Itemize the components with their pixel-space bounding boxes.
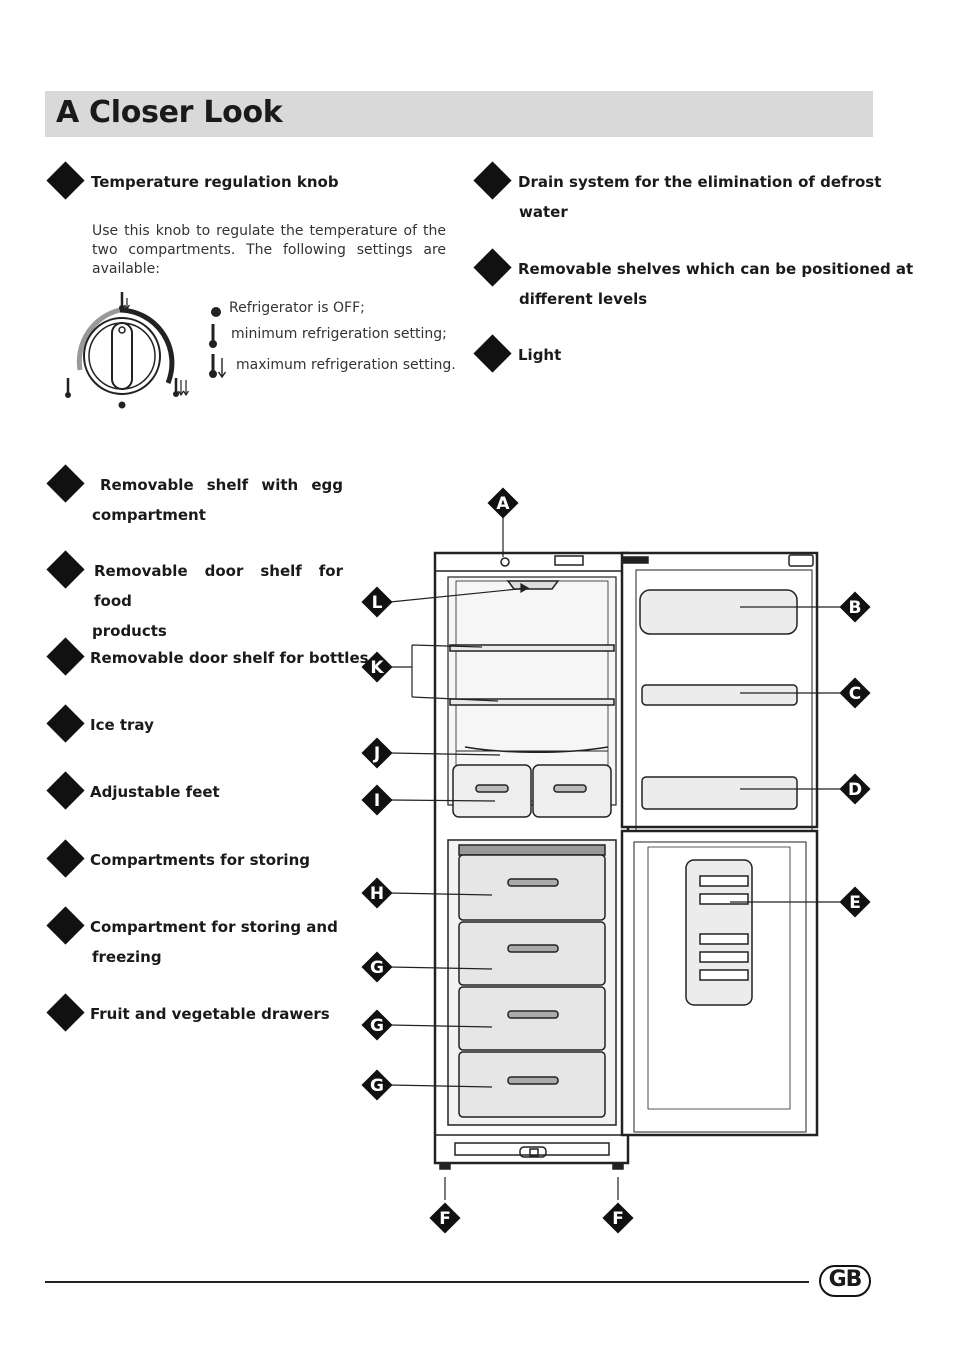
- egg-shelf-label: Removable shelf with egg compartment: [92, 470, 343, 530]
- callout-k-label: K: [370, 658, 384, 678]
- callout-c-label: C: [849, 684, 861, 704]
- thermometer-down-icon: [119, 292, 131, 311]
- thermometer-icon: [209, 324, 217, 348]
- setting-minimum: minimum refrigeration setting;: [231, 326, 447, 342]
- callout-g-label: G: [370, 958, 384, 978]
- knob-title: Temperature regulation knob: [91, 173, 339, 191]
- thermometer-icon: [65, 378, 71, 398]
- label-line: Compartment for storing and: [90, 918, 338, 936]
- refrigerator-diagram: A B C D E F F G G G H I J K L: [361, 487, 871, 1234]
- vegetable-drawers-label: Fruit and vegetable drawers: [90, 1005, 330, 1023]
- callout-j-label: J: [373, 744, 380, 764]
- dot-icon: [211, 307, 221, 317]
- callout-a-label: A: [496, 494, 510, 514]
- callout-h-label: H: [370, 884, 384, 904]
- page-title: A Closer Look: [56, 95, 283, 130]
- callout-f-label: F: [612, 1209, 624, 1229]
- setting-maximum: maximum refrigeration setting.: [236, 357, 456, 373]
- callout-d-label: D: [848, 780, 862, 800]
- callout-b-label: B: [849, 598, 862, 618]
- adjustable-feet-label: Adjustable feet: [90, 783, 220, 801]
- light-label: Light: [518, 340, 561, 370]
- bullet-diamond-icon: [46, 464, 85, 503]
- label-line: Removable door shelf for food: [94, 562, 343, 610]
- thermometer-down-icon: [209, 354, 227, 379]
- label-line: compartment: [92, 506, 206, 524]
- label-line: freezing: [92, 948, 162, 966]
- callout-g-label: G: [370, 1076, 384, 1096]
- callout-g-label: G: [370, 1016, 384, 1036]
- bullet-diamond-icon: [46, 637, 85, 676]
- bullet-diamond-icon: [46, 161, 85, 200]
- title-bar: A Closer Look: [45, 91, 873, 137]
- footer-rule: [45, 1281, 809, 1283]
- setting-off: Refrigerator is OFF;: [229, 300, 365, 316]
- label-line: Drain system for the elimination of defr…: [518, 173, 882, 191]
- label-line: products: [92, 622, 167, 640]
- label-line: Light: [518, 346, 562, 364]
- bullet-diamond-icon: [46, 993, 85, 1032]
- bullet-diamond-icon: [46, 771, 85, 810]
- bullet-diamond-icon: [46, 704, 85, 743]
- storing-compartments-label: Compartments for storing: [90, 851, 310, 869]
- bullet-diamond-icon: [46, 906, 85, 945]
- callout-f-label: F: [439, 1209, 451, 1229]
- bullet-diamond-icon: [46, 550, 85, 589]
- bullet-diamond-icon: [473, 334, 512, 373]
- label-line: Removable shelves which can be positione…: [518, 260, 914, 278]
- callout-e-label: E: [849, 893, 861, 913]
- dot-icon: [118, 401, 126, 409]
- callout-l-label: L: [372, 593, 383, 613]
- freezing-compartment-label: Compartment for storing and freezing: [90, 912, 338, 972]
- bullet-diamond-icon: [46, 839, 85, 878]
- ice-tray-label: Ice tray: [90, 716, 154, 734]
- label-line: Removable shelf with egg: [100, 476, 343, 494]
- food-door-shelf-label: Removable door shelf for food products: [92, 556, 343, 646]
- bottle-door-shelf-label: Removable door shelf for bottles: [90, 649, 369, 667]
- label-line: different levels: [519, 290, 648, 308]
- bullet-diamond-icon: [473, 161, 512, 200]
- thermometer-down-icon: [173, 378, 190, 397]
- language-badge: GB: [819, 1265, 871, 1297]
- bullet-diamond-icon: [473, 248, 512, 287]
- removable-shelves-label: Removable shelves which can be positione…: [518, 254, 913, 314]
- label-line: water: [519, 203, 568, 221]
- knob-description: Use this knob to regulate the temperatur…: [92, 223, 446, 277]
- drain-system-label: Drain system for the elimination of defr…: [518, 167, 881, 227]
- temperature-knob-illustration: [65, 292, 190, 409]
- callout-i-label: I: [374, 791, 380, 811]
